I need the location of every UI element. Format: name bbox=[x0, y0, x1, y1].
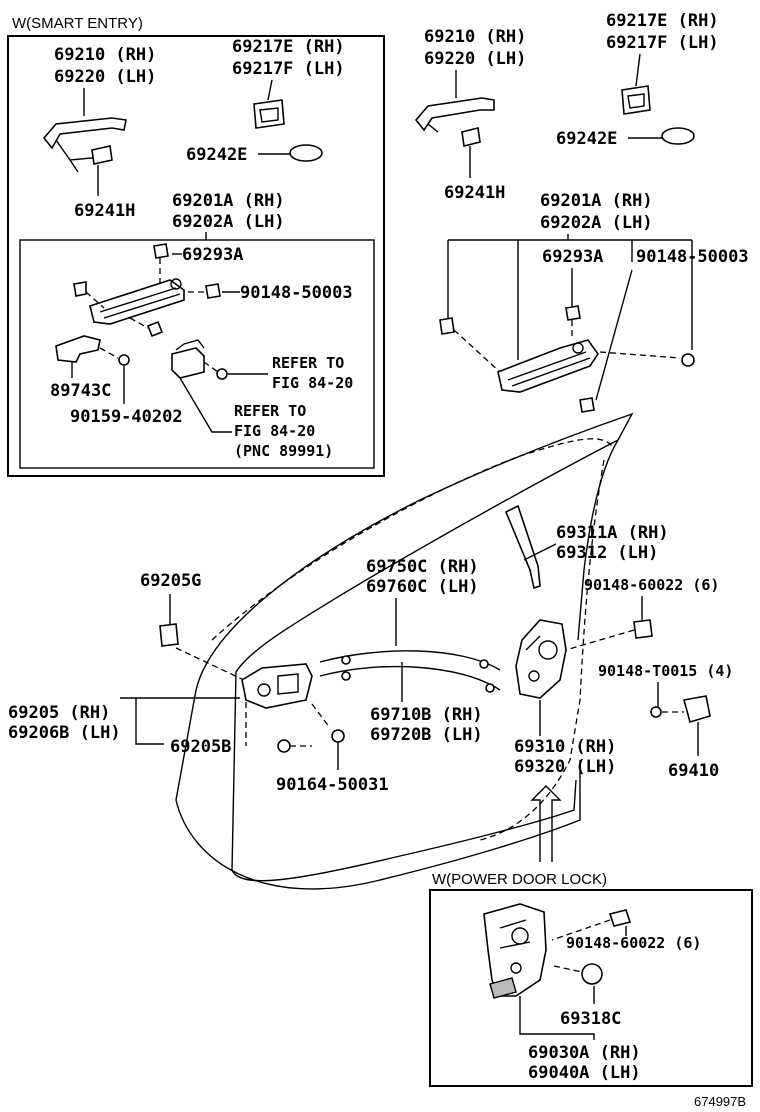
std-pad-icon bbox=[661, 127, 695, 145]
std-outside-handle-icon bbox=[414, 97, 495, 133]
std-bolt-icon bbox=[681, 353, 695, 367]
label-refer2-line2: FIG 84-20 bbox=[234, 422, 315, 440]
std-screw-icon bbox=[579, 397, 595, 413]
label-cover-rh: 69217E (RH) bbox=[232, 37, 345, 57]
label-cable-b-lh: 69720B (LH) bbox=[370, 725, 483, 745]
label-cable-a-rh: 69750C (RH) bbox=[366, 557, 479, 577]
smart-entry-inset: W(SMART ENTRY) 69210 (RH) 69220 (LH) 692… bbox=[7, 15, 385, 477]
label-gasket: 69241H bbox=[74, 201, 135, 221]
label-rod-lh: 69312 (LH) bbox=[556, 543, 658, 563]
label-clip: 69293A bbox=[182, 245, 243, 265]
label-screw-c: 90164-50031 bbox=[276, 775, 389, 795]
label-bezel-clip: 69205G bbox=[140, 571, 201, 591]
label-striker: 69410 bbox=[668, 761, 719, 781]
door-lock-icon bbox=[515, 619, 567, 699]
cover-icon bbox=[253, 99, 285, 129]
label-pad: 69242E bbox=[186, 145, 247, 165]
smart-entry-title: W(SMART ENTRY) bbox=[12, 15, 143, 32]
std-frame-bracket-icon bbox=[497, 339, 599, 393]
std-cover-icon bbox=[621, 85, 651, 115]
std-gasket-icon bbox=[461, 127, 481, 147]
label-std-frame-rh: 69201A (RH) bbox=[540, 191, 653, 211]
label-std-handle-rh: 69210 (RH) bbox=[424, 27, 526, 47]
label-cable-b-rh: 69710B (RH) bbox=[370, 705, 483, 725]
label-bolt: 90148-50003 bbox=[240, 283, 353, 303]
screw-c-icon bbox=[331, 729, 345, 743]
label-handle-lh: 69220 (LH) bbox=[54, 67, 156, 87]
label-bezel-b: 69205B bbox=[170, 737, 231, 757]
label-screw-b: 90148-T0015 (4) bbox=[598, 662, 733, 680]
label-cable-a-lh: 69760C (LH) bbox=[366, 577, 479, 597]
label-std-bolt: 90148-50003 bbox=[636, 247, 749, 267]
screw-a-icon bbox=[633, 619, 653, 639]
power-lock-actuator-icon bbox=[483, 903, 547, 999]
frame-clip-icon bbox=[73, 281, 87, 297]
sensor-module-icon bbox=[171, 339, 205, 379]
figure-code: 674997B bbox=[694, 1094, 746, 1109]
frame-assy-box bbox=[19, 239, 375, 469]
screw-icon bbox=[118, 354, 130, 366]
cable-b-icon bbox=[319, 665, 501, 691]
label-std-cover-lh: 69217F (LH) bbox=[606, 33, 719, 53]
label-std-clip: 69293A bbox=[542, 247, 603, 267]
module-screw-icon bbox=[216, 368, 228, 380]
label-frame-rh: 69201A (RH) bbox=[172, 191, 285, 211]
label-cover-lh: 69217F (LH) bbox=[232, 59, 345, 79]
grommet-icon bbox=[581, 963, 603, 985]
door-panel bbox=[175, 412, 634, 890]
label-std-handle-lh: 69220 (LH) bbox=[424, 49, 526, 69]
bezel-b-icon bbox=[277, 739, 291, 753]
label-refer2-line1: REFER TO bbox=[234, 402, 306, 420]
inside-handle-icon bbox=[241, 663, 313, 709]
label-power-lock-rh: 69030A (RH) bbox=[528, 1043, 641, 1063]
label-power-screw: 90148-60022 (6) bbox=[566, 934, 701, 952]
label-std-gasket: 69241H bbox=[444, 183, 505, 203]
label-refer1-line2: FIG 84-20 bbox=[272, 374, 353, 392]
power-screw-icon bbox=[608, 909, 632, 927]
label-std-pad: 69242E bbox=[556, 129, 617, 149]
label-grommet: 69318C bbox=[560, 1009, 621, 1029]
label-lock-rh: 69310 (RH) bbox=[514, 737, 616, 757]
label-inside-handle-rh: 69205 (RH) bbox=[8, 703, 110, 723]
power-lock-frame bbox=[429, 889, 753, 1087]
screw-b-icon bbox=[650, 706, 662, 718]
label-handle-rh: 69210 (RH) bbox=[54, 45, 156, 65]
frame-screw-icon bbox=[146, 320, 164, 338]
clip-icon bbox=[153, 243, 169, 259]
label-screw: 90159-40202 bbox=[70, 407, 183, 427]
callout-arrow-icon bbox=[530, 785, 562, 862]
label-inside-handle-lh: 69206B (LH) bbox=[8, 723, 121, 743]
label-lock-lh: 69320 (LH) bbox=[514, 757, 616, 777]
striker-icon bbox=[682, 695, 711, 724]
power-door-lock-inset: W(POWER DOOR LOCK) 90148-60022 (6) 69318… bbox=[429, 871, 753, 1087]
label-refer1-line1: REFER TO bbox=[272, 354, 344, 372]
lock-rod-icon bbox=[504, 504, 541, 590]
label-std-cover-rh: 69217E (RH) bbox=[606, 11, 719, 31]
label-frame-lh: 69202A (LH) bbox=[172, 212, 285, 232]
bolt-icon bbox=[205, 283, 221, 299]
label-screw-a: 90148-60022 (6) bbox=[584, 576, 719, 594]
bracket-89743c-icon bbox=[55, 335, 101, 363]
label-std-frame-lh: 69202A (LH) bbox=[540, 213, 653, 233]
label-89743c: 89743C bbox=[50, 381, 111, 401]
label-power-lock-lh: 69040A (LH) bbox=[528, 1063, 641, 1083]
smart-entry-frame bbox=[7, 35, 385, 477]
gasket-icon bbox=[91, 145, 113, 165]
std-clip-icon bbox=[565, 305, 581, 321]
label-refer2-line3: (PNC 89991) bbox=[234, 442, 333, 460]
pad-icon bbox=[289, 144, 323, 162]
frame-bracket-icon bbox=[89, 278, 185, 325]
outside-handle-icon bbox=[42, 117, 127, 173]
bezel-clip-icon bbox=[159, 623, 179, 647]
standard-handle-group: 69210 (RH) 69220 (LH) 69241H 69217E (RH)… bbox=[414, 11, 749, 413]
std-frame-clip-icon bbox=[439, 317, 455, 335]
power-lock-title: W(POWER DOOR LOCK) bbox=[432, 871, 607, 888]
label-rod-rh: 69311A (RH) bbox=[556, 523, 669, 543]
